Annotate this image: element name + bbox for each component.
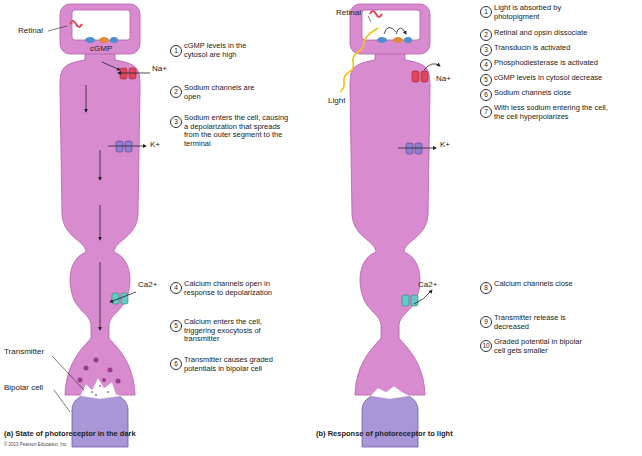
callout-number: 5	[480, 74, 492, 86]
step-text: With less sodium entering the cell, the …	[494, 104, 612, 121]
step-text: Retinal and opsin dissociate	[494, 29, 634, 38]
part-label: Retinal	[336, 8, 361, 17]
panel-caption: (b) Response of photoreceptor to light	[316, 430, 453, 439]
step-text: Graded potential in bipolar cell gets sm…	[494, 338, 594, 355]
part-label: Light	[328, 96, 345, 105]
panel-caption: (a) State of photoreceptor in the dark	[4, 430, 136, 439]
step-text: Calcium enters the cell, triggering exoc…	[184, 318, 276, 344]
step-text: Transmitter release is decreased	[494, 314, 594, 331]
callout-number: 1	[170, 45, 182, 57]
part-label: Ca2+	[138, 280, 157, 289]
panel-b-cell	[340, 4, 440, 447]
part-label: Transmitter	[4, 347, 44, 356]
part-label: Bipolar cell	[4, 383, 43, 392]
part-label: Retinal	[18, 26, 43, 35]
callout-number: 7	[480, 106, 492, 118]
callout-number: 6	[480, 89, 492, 101]
step-text: cGMP levels in the cytosol are high	[184, 42, 262, 59]
callout-number: 3	[480, 44, 492, 56]
part-label: K+	[150, 140, 160, 149]
step-text: Sodium channels are open	[184, 84, 262, 101]
callout-number: 1	[480, 6, 492, 18]
step-text: Calcium channels close	[494, 280, 594, 289]
callout-number: 4	[480, 59, 492, 71]
step-text: Transducin is activated	[494, 44, 634, 53]
callout-number: 2	[480, 29, 492, 41]
step-text: Sodium enters the cell, causing a depola…	[184, 114, 292, 149]
step-text: Calcium channels open in response to dep…	[184, 280, 276, 297]
callout-number: 8	[480, 282, 492, 294]
panel-a-cell	[48, 4, 150, 447]
step-text: cGMP levels in cytosol decrease	[494, 74, 634, 83]
part-label: K+	[440, 140, 450, 149]
part-label: Ca2+	[418, 280, 437, 289]
callout-number: 2	[170, 86, 182, 98]
copyright-note: © 2013 Pearson Education, Inc.	[4, 442, 68, 447]
step-text: Phosphodiesterase is activated	[494, 59, 634, 68]
callout-number: 5	[170, 320, 182, 332]
part-label: Na+	[436, 74, 451, 83]
step-text: Transmitter causes graded potentials in …	[184, 356, 276, 373]
step-text: Sodium channels close	[494, 89, 634, 98]
callout-number: 9	[480, 316, 492, 328]
callout-number: 10	[480, 340, 492, 352]
part-label: Na+	[152, 64, 167, 73]
step-text: Light is absorbed by photopigment	[494, 4, 594, 21]
callout-number: 3	[170, 116, 182, 128]
callout-number: 4	[170, 282, 182, 294]
callout-number: 6	[170, 358, 182, 370]
part-label: cGMP	[90, 44, 112, 53]
